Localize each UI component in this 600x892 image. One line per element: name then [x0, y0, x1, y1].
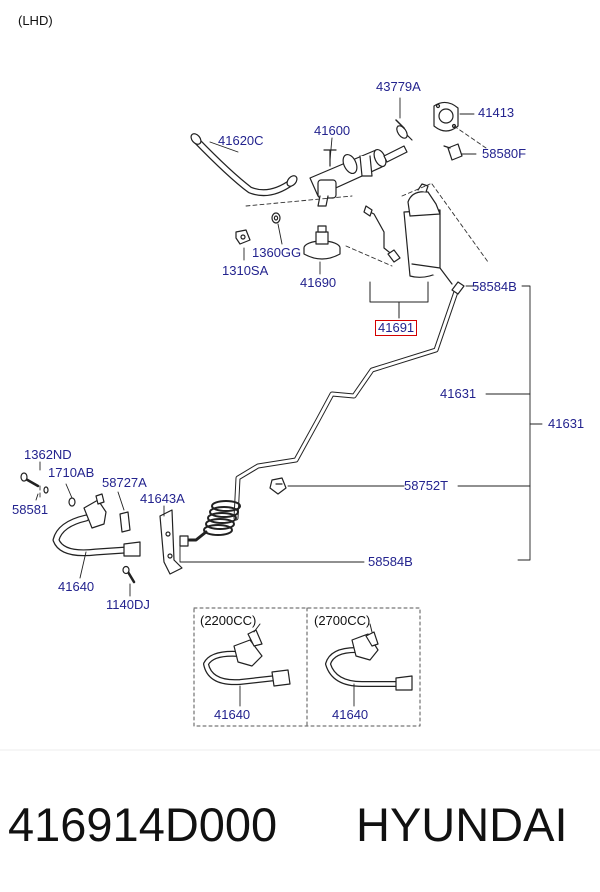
region-label: (LHD)	[18, 13, 53, 28]
damper-41691	[363, 183, 453, 285]
clevis-pin-43779a	[395, 119, 413, 141]
part-label-43779a[interactable]: 43779A	[376, 79, 421, 94]
hose-41640	[52, 493, 141, 557]
footer-part-number: 416914D000	[8, 798, 278, 851]
part-label-58580f[interactable]: 58580F	[482, 146, 527, 161]
part-label-41620c[interactable]: 41620C	[218, 133, 264, 148]
variant-part-2700cc[interactable]: 41640	[332, 707, 369, 722]
nut-1310sa	[235, 229, 251, 245]
gasket-41413	[433, 101, 459, 132]
washer-1360gg	[271, 212, 281, 224]
bolt-1362nd	[20, 472, 40, 488]
hose-41620c	[190, 133, 298, 197]
cap-41690	[303, 225, 341, 260]
variant-part-2200cc[interactable]: 41640	[214, 707, 251, 722]
variant-box	[193, 607, 421, 727]
part-label-58752t[interactable]: 58752T	[404, 478, 449, 493]
clip-58727a	[119, 511, 131, 533]
part-label-1310sa[interactable]: 1310SA	[222, 263, 269, 278]
part-label-41691-highlighted[interactable]: 41691	[375, 320, 418, 336]
footer-brand: HYUNDAI	[356, 798, 568, 851]
leader-lines	[35, 97, 543, 597]
pipe-coil	[179, 500, 241, 547]
bolt-1140dj	[122, 565, 136, 584]
part-label-41690[interactable]: 41690	[300, 275, 337, 290]
part-label-58581[interactable]: 58581	[12, 502, 49, 517]
part-label-1710ab[interactable]: 1710AB	[48, 465, 95, 480]
bracket-41643a	[159, 509, 183, 575]
guide-lines	[39, 125, 489, 501]
part-label-58584b-bottom[interactable]: 58584B	[368, 554, 413, 569]
clip-58752t	[269, 477, 287, 495]
pipe-41631	[233, 281, 465, 521]
master-cylinder-41600	[309, 145, 408, 207]
part-label-41640[interactable]: 41640	[58, 579, 95, 594]
hose-41640-2700cc	[325, 623, 413, 707]
part-label-41413[interactable]: 41413	[478, 105, 515, 120]
hose-41640-2200cc	[203, 623, 291, 707]
fitting-58580f	[443, 143, 463, 161]
part-label-1362nd[interactable]: 1362ND	[24, 447, 72, 462]
part-label-41631-a[interactable]: 41631	[440, 386, 477, 401]
part-label-41643a[interactable]: 41643A	[140, 491, 185, 506]
label-bracket	[369, 281, 429, 303]
o-ring-1710ab	[43, 486, 76, 507]
part-label-41600[interactable]: 41600	[314, 123, 351, 138]
variant-engine-2200cc: (2200CC)	[200, 613, 257, 628]
variant-engine-2700cc: (2700CC)	[314, 613, 371, 628]
part-label-1360gg[interactable]: 1360GG	[252, 245, 302, 260]
part-label-58584b-top[interactable]: 58584B	[472, 279, 517, 294]
part-label-41631-b[interactable]: 41631	[548, 416, 585, 431]
part-label-58727a[interactable]: 58727A	[102, 475, 147, 490]
part-label-1140dj[interactable]: 1140DJ	[106, 597, 150, 612]
